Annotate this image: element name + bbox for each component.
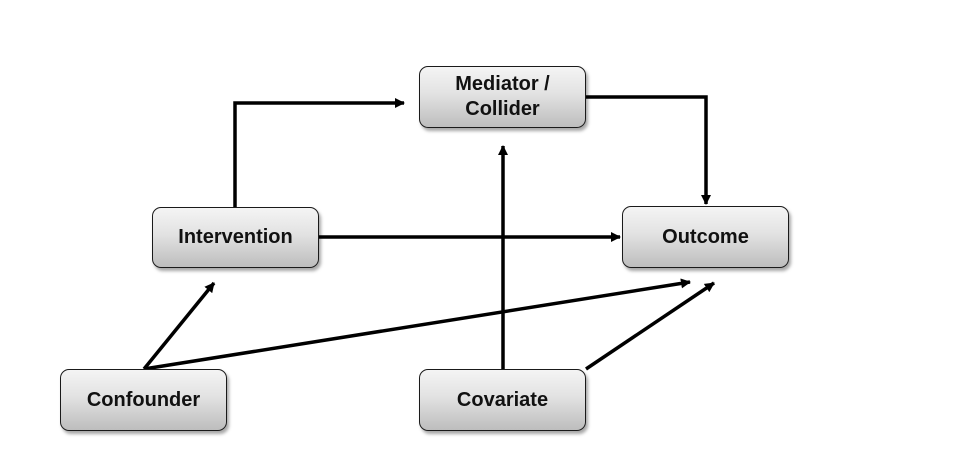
- edge-confounder-to-outcome: [143, 278, 691, 371]
- outcome-node: Outcome: [622, 206, 789, 268]
- confounder-label: Confounder: [86, 388, 201, 411]
- mediator-collider-node: Mediator / Collider: [419, 66, 586, 128]
- mediator-collider-label: Mediator / Collider: [455, 73, 550, 120]
- intervention-node: Intervention: [152, 207, 319, 268]
- confounder-node: Confounder: [60, 369, 227, 431]
- outcome-label: Outcome: [662, 225, 749, 248]
- edge-covariate-to-outcome: [585, 281, 715, 371]
- intervention-label: Intervention: [178, 226, 293, 248]
- edge-confounder-to-intervention: [142, 281, 216, 371]
- covariate-node: Covariate: [419, 369, 586, 431]
- edge-mediator-to-outcome: [586, 95, 711, 205]
- covariate-label: Covariate: [456, 388, 549, 411]
- edge-intervention-to-mediator: [233, 98, 405, 207]
